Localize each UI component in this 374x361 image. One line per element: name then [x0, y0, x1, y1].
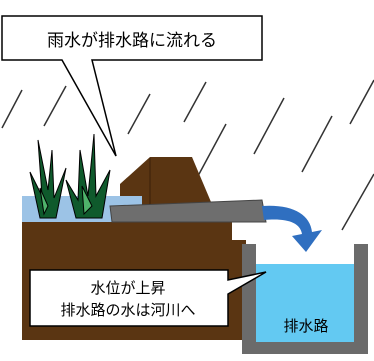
flow-arrow [262, 205, 322, 252]
channel-label: 排水路 [283, 317, 328, 335]
top-callout-text: 雨水が排水路に流れる [47, 31, 217, 51]
rice-plant [29, 139, 67, 219]
top-callout-bubble [1, 15, 263, 157]
channel-water [256, 264, 354, 342]
rain-line [253, 97, 285, 155]
drainage-channel: 排水路 [242, 244, 368, 354]
rice-plant-leaf [39, 185, 93, 216]
rain-line [341, 173, 374, 231]
rain-line [197, 123, 227, 177]
rain-line [183, 81, 207, 123]
rain-line [301, 115, 333, 173]
bottom-callout: 水位が上昇 排水路の水は河川へ [29, 269, 267, 327]
rice-plants [29, 133, 111, 219]
channel-floor [242, 342, 368, 354]
rain-line [1, 89, 23, 129]
channel-wall-right [354, 244, 368, 354]
bottom-callout-bubble [29, 269, 267, 327]
top-callout: 雨水が排水路に流れる [1, 15, 263, 157]
rain-line [349, 79, 374, 125]
rain-line [43, 85, 67, 127]
rain-lines [1, 79, 374, 231]
bottom-callout-line-2: 排水路の水は河川へ [60, 301, 195, 319]
rain-line [127, 93, 151, 135]
channel-wall-left [242, 244, 256, 354]
rice-plant [65, 133, 111, 219]
drain-pipe [109, 199, 267, 223]
bottom-callout-line-1: 水位が上昇 [90, 279, 165, 297]
